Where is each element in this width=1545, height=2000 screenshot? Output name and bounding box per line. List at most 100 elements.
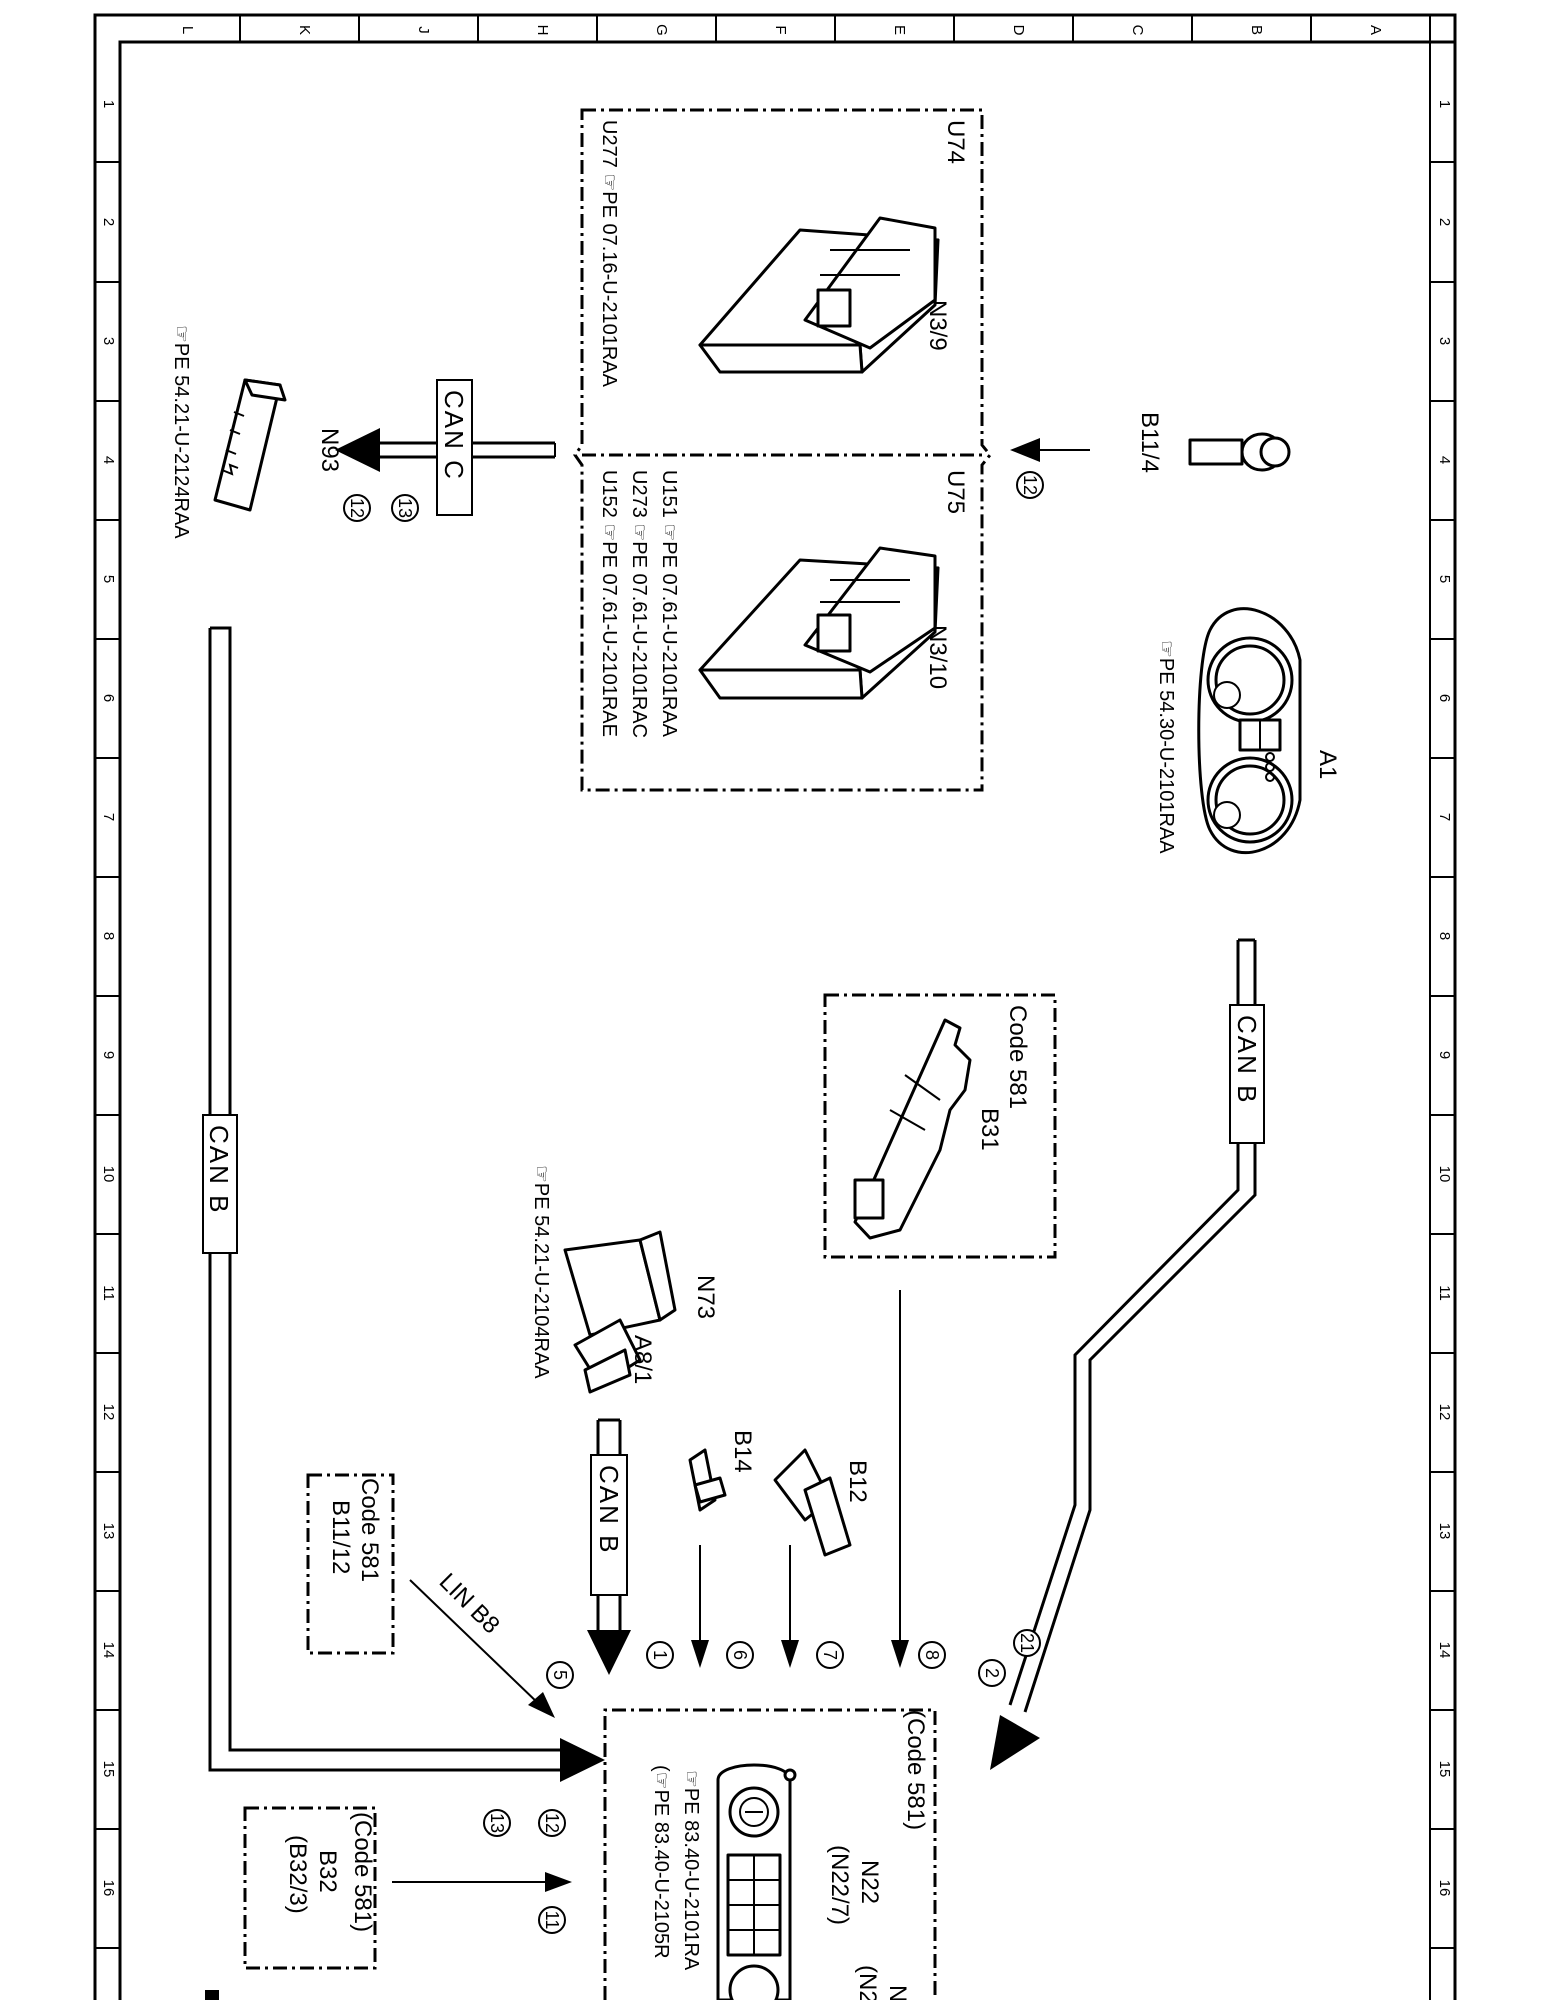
- row-label-right-16: 16: [1436, 1880, 1453, 1897]
- a1-instrument-cluster: A1 ☞PE 54.30-U-2101RAA: [1155, 607, 1341, 854]
- n22-code-label: (Code 581): [902, 1710, 929, 1830]
- b32-group: (Code 581) B32 (B32/3): [243, 1806, 377, 1970]
- u74-label: U74: [942, 120, 969, 164]
- row-label-left-11: 11: [100, 1285, 117, 1301]
- bottom-marker: [205, 1990, 219, 2000]
- u277-ref: U277 ☞PE 07.16-U-2101RAA: [598, 120, 620, 388]
- n22-cut-label-2: (N2: [854, 1965, 881, 2000]
- row-label-left-16: 16: [100, 1880, 117, 1897]
- u273-ref: U273 ☞PE 07.61-U-2101RAC: [628, 470, 650, 738]
- col-label-d: D: [1010, 25, 1027, 36]
- row-label-right-5: 5: [1436, 575, 1453, 583]
- col-label-h: H: [534, 25, 551, 36]
- n22-control-panel-icon: [716, 1763, 797, 2000]
- row-label-right-1: 1: [1436, 100, 1453, 108]
- row-label-left-10: 10: [100, 1166, 117, 1183]
- svg-text:2: 2: [982, 1668, 1002, 1678]
- row-labels: 1 2 3 4 5 6 7 8 9 10 11 12 13 14 15 16 1…: [100, 100, 1453, 1897]
- circle-marker-7: 7: [816, 1641, 844, 1669]
- svg-text:12: 12: [1020, 475, 1040, 495]
- col-label-c: C: [1129, 25, 1146, 36]
- b32-code-label: (Code 581): [349, 1812, 376, 1932]
- b32-label: B32: [314, 1850, 341, 1893]
- ecu-group: U74 N3/9 U277 ☞PE 07.16-U-2101RAA U75 N3…: [573, 108, 992, 792]
- col-label-f: F: [772, 25, 789, 34]
- can-b-right-label: CAN B: [1232, 1015, 1262, 1104]
- b11-4-arrowhead: [1010, 438, 1040, 462]
- row-label-left-5: 5: [100, 575, 117, 583]
- n93-module: N93 ☞PE 54.21-U-2124RAA: [170, 325, 343, 539]
- svg-text:12: 12: [347, 498, 367, 518]
- circle-marker-12-n22: 12: [538, 1809, 566, 1837]
- row-label-left-12: 12: [100, 1404, 117, 1421]
- circle-marker-11: 11: [538, 1906, 566, 1934]
- n22-ref-1: ☞PE 83.40-U-2101RA: [680, 1770, 702, 1971]
- n73-ignition-switch: N73 A8/1 ☞PE 54.21-U-2104RAA: [530, 1165, 719, 1394]
- b31-group: Code 581 B31: [823, 993, 1057, 1259]
- n22-group: (Code 581) N22 (N22/7) N (N2 ☞PE 83.40-U…: [603, 1708, 937, 2000]
- b12-sensor: B12: [773, 1448, 871, 1557]
- svg-text:5: 5: [550, 1670, 570, 1680]
- can-b-mid-arrowhead: [587, 1630, 631, 1675]
- column-ticks: [239, 15, 1312, 42]
- can-b-left-bus: CAN B: [202, 626, 605, 1782]
- can-b-left-label: CAN B: [204, 1125, 234, 1214]
- n93-ref: ☞PE 54.21-U-2124RAA: [170, 325, 192, 539]
- svg-text:7: 7: [820, 1650, 840, 1660]
- can-c-bus: CAN C: [335, 379, 556, 516]
- row-ticks: [95, 161, 1455, 1949]
- row-label-right-7: 7: [1436, 813, 1453, 821]
- row-label-left-4: 4: [100, 456, 117, 464]
- circle-marker-6: 6: [726, 1641, 754, 1669]
- row-label-right-6: 6: [1436, 694, 1453, 702]
- can-c-arrowhead: [335, 428, 380, 472]
- can-c-label: CAN C: [439, 390, 469, 481]
- row-label-right-10: 10: [1436, 1166, 1453, 1183]
- column-labels: L K J H G F E D C B A: [179, 24, 1384, 36]
- n22-ref-2: (☞PE 83.40-U-2105R: [650, 1765, 672, 1959]
- row-label-left-14: 14: [100, 1642, 117, 1659]
- b31-code-label: Code 581: [1004, 1005, 1031, 1109]
- lin-b8-line: [409, 1579, 541, 1706]
- circle-marker-13-n22: 13: [483, 1809, 511, 1837]
- row-label-right-15: 15: [1436, 1761, 1453, 1778]
- can-b-right-bus: CAN B: [990, 938, 1265, 1770]
- circle-marker-12-top: 12: [1016, 471, 1044, 499]
- row-label-right-3: 3: [1436, 337, 1453, 345]
- row-label-left-8: 8: [100, 932, 117, 940]
- n73-label: N73: [692, 1275, 719, 1319]
- col-label-g: G: [653, 24, 670, 36]
- n22-label: N22: [856, 1860, 883, 1904]
- u151-ref: U151 ☞PE 07.61-U-2101RAA: [658, 470, 680, 738]
- b11-12-group: Code 581 B11/12: [306, 1473, 395, 1655]
- col-label-k: K: [296, 25, 313, 35]
- row-label-left-15: 15: [100, 1761, 117, 1778]
- col-label-a: A: [1367, 25, 1384, 35]
- b32-dashed-box: [243, 1806, 377, 1970]
- can-b-left-arrowhead: [560, 1738, 605, 1782]
- circle-marker-13-n93: 13: [391, 494, 419, 522]
- n22-cut-label: N: [884, 1985, 911, 2000]
- col-label-j: J: [415, 26, 432, 34]
- u75-label: U75: [942, 470, 969, 514]
- col-label-e: E: [891, 25, 908, 35]
- circle-marker-8: 8: [918, 1641, 946, 1669]
- b11-4-label: B11/4: [1136, 412, 1163, 473]
- svg-text:21: 21: [1017, 1633, 1037, 1653]
- n3-9-ecu-icon: [698, 216, 940, 374]
- svg-text:12: 12: [542, 1813, 562, 1833]
- u152-ref: U152 ☞PE 07.61-U-2101RAE: [598, 470, 620, 737]
- inner-border: [118, 40, 1457, 2000]
- b32-3-label: (B32/3): [284, 1835, 311, 1914]
- svg-text:1: 1: [650, 1650, 670, 1660]
- row-label-left-7: 7: [100, 813, 117, 821]
- row-label-left-2: 2: [100, 218, 117, 226]
- b11-12-code-label: Code 581: [356, 1478, 383, 1582]
- n22-dashed-box: [603, 1708, 937, 2000]
- col-label-l: L: [179, 26, 196, 34]
- row-label-right-8: 8: [1436, 932, 1453, 940]
- row-label-right-2: 2: [1436, 218, 1453, 226]
- a1-label: A1: [1314, 750, 1341, 779]
- svg-text:13: 13: [395, 498, 415, 518]
